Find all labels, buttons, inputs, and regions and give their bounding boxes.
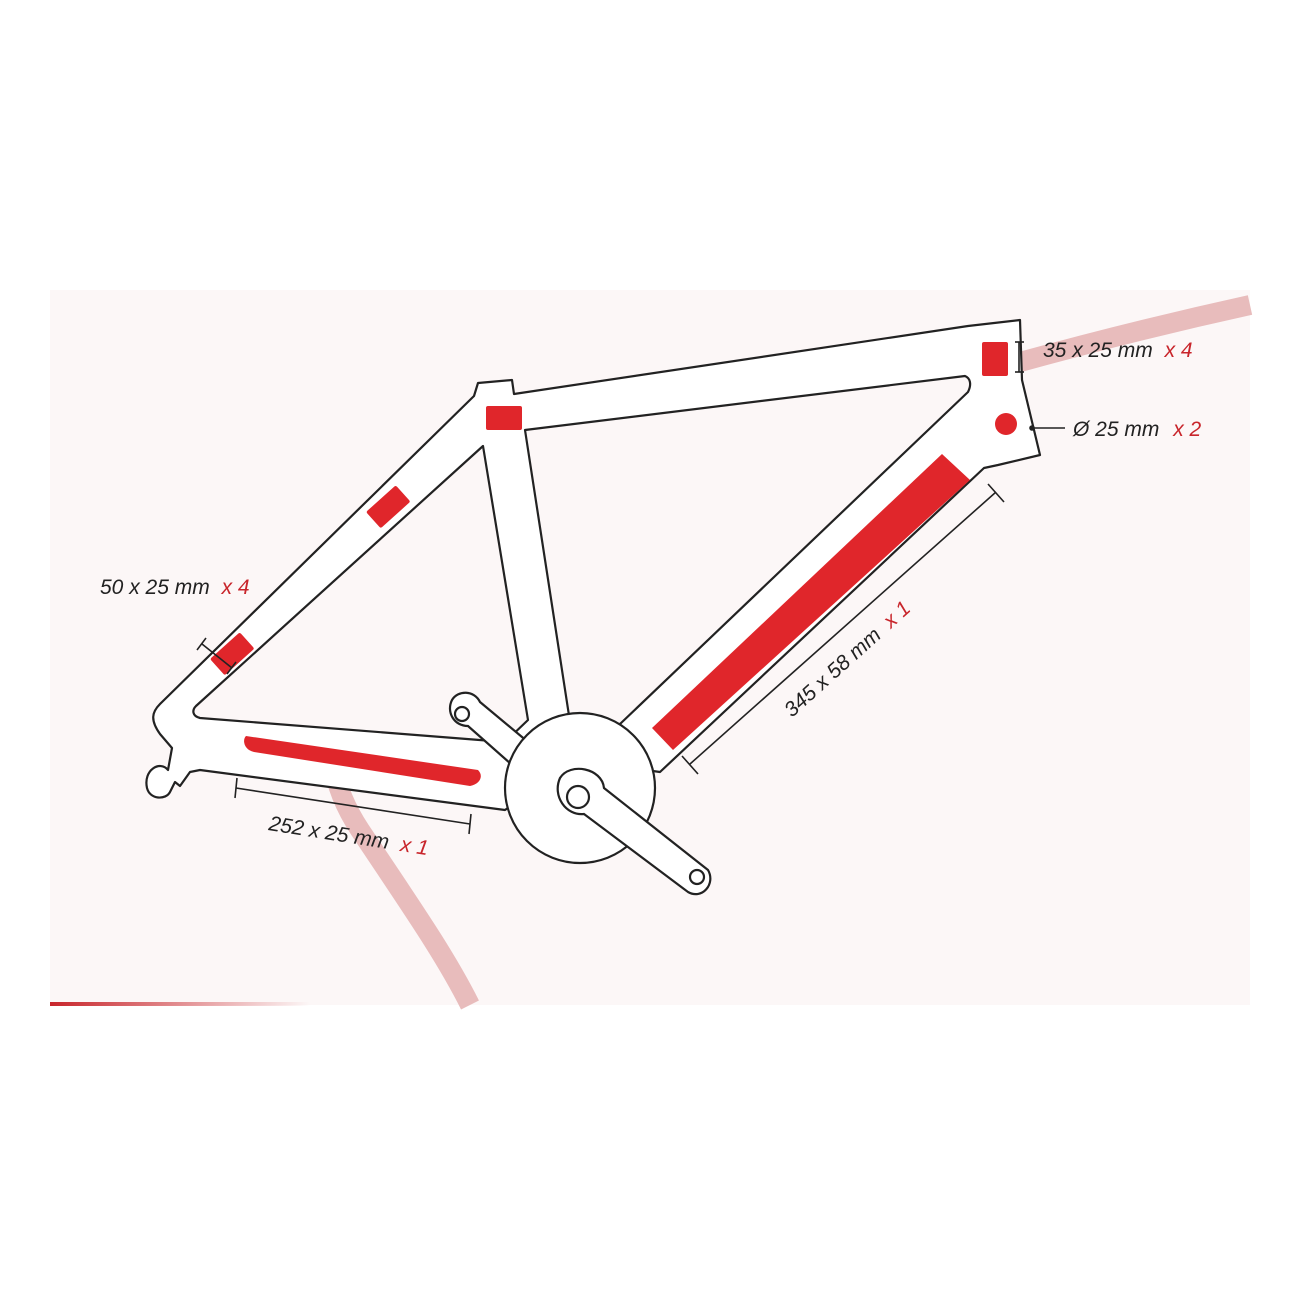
front-pedal-bolt <box>688 868 706 886</box>
label-head-tube-qty: x 4 <box>1164 339 1193 362</box>
dim-down-tube <box>689 491 997 765</box>
dim-chain-stay <box>235 787 471 825</box>
accent-line <box>50 1002 310 1006</box>
rear-pedal-bolt <box>453 705 471 723</box>
label-head-tube-size: 35 x 25 mm <box>1043 339 1153 362</box>
crankset <box>448 691 712 896</box>
dim-seat-stay <box>201 643 233 669</box>
sticker-round <box>995 413 1017 435</box>
rear-triangle-window <box>192 444 530 744</box>
sticker-seat-stay-upper <box>366 486 410 528</box>
sticker-head-tube <box>982 342 1008 376</box>
dimension-lines <box>196 341 1065 835</box>
label-round-patch: Ø 25 mm x 2 <box>1072 418 1202 441</box>
sticker-seat-stay-lower <box>210 633 254 675</box>
label-head-tube-patch: 35 x 25 mm x 4 <box>1043 339 1193 362</box>
front-crank-arm <box>556 767 712 896</box>
protection-stickers <box>210 342 1017 786</box>
sticker-seat-cluster <box>486 406 522 430</box>
sticker-down-tube <box>652 454 970 750</box>
label-round-qty: x 2 <box>1172 418 1201 441</box>
label-chain-stay-qty: x 1 <box>398 833 430 860</box>
bike-frame <box>145 318 1042 812</box>
sticker-chain-stay <box>244 736 481 786</box>
label-seat-stay-qty: x 4 <box>221 576 250 599</box>
label-round-size: Ø 25 mm <box>1072 418 1159 441</box>
label-seat-stay-size: 50 x 25 mm <box>100 576 210 599</box>
front-triangle-window <box>523 374 972 726</box>
label-seat-stay-patch: 50 x 25 mm x 4 <box>100 576 250 599</box>
crank-spindle <box>565 784 591 810</box>
